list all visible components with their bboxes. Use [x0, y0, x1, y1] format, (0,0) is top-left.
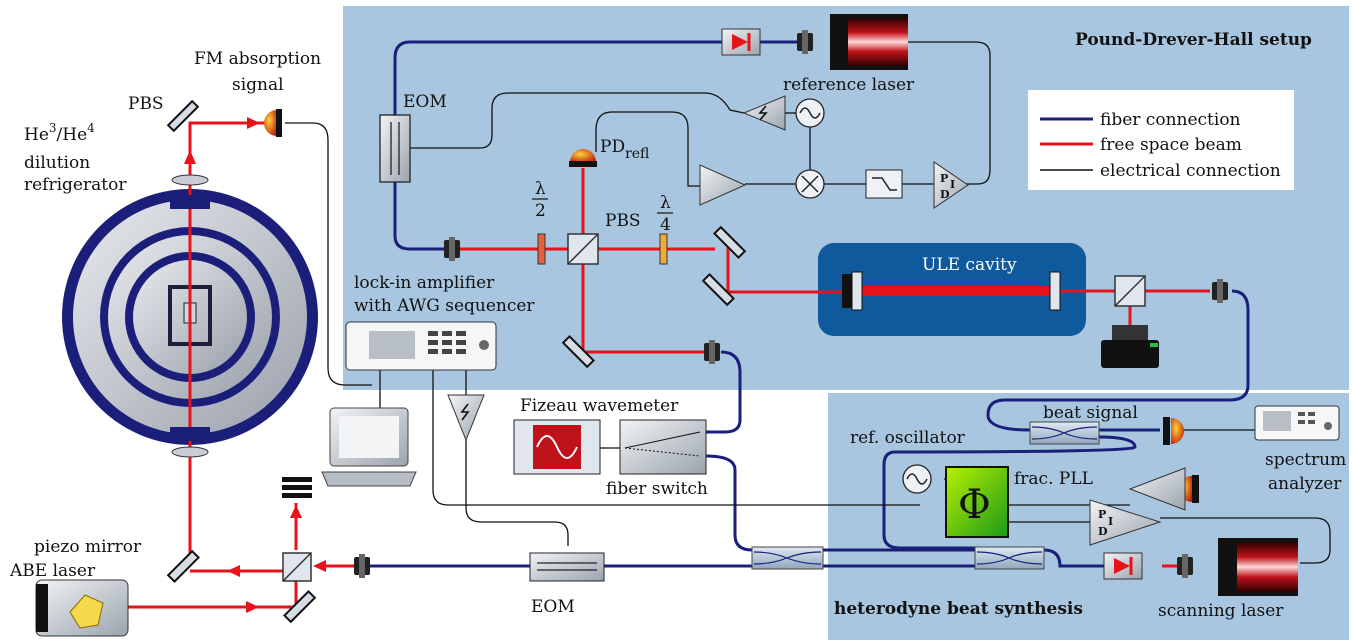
- pid-top: [933, 161, 969, 209]
- fiber-coupler-scan: [974, 546, 1045, 570]
- scanning-laser: [1218, 538, 1298, 596]
- cavity-detector: [1101, 325, 1159, 368]
- label-reference-laser: reference laser: [783, 75, 915, 95]
- mirror-pbs-top: [166, 99, 200, 133]
- dilution-refrigerator: [62, 140, 318, 560]
- photodiode-beat: [1163, 417, 1184, 445]
- label-phi: Φ: [958, 482, 991, 528]
- label-pbs-mid: PBS: [605, 211, 641, 231]
- label-piezo-mirror: piezo mirror: [34, 537, 142, 557]
- amplifier-pd: [699, 164, 747, 206]
- lockin-amplifier: [345, 321, 497, 371]
- label-fizeau: Fizeau wavemeter: [520, 396, 679, 416]
- photodiode-refl: [569, 149, 597, 167]
- pid-top-i: I: [950, 178, 955, 191]
- label-quarter-wave-den: 4: [660, 215, 671, 235]
- legend-free-space: free space beam: [1100, 135, 1242, 155]
- label-spectrum-1: spectrum: [1265, 450, 1346, 470]
- label-ref-oscillator: ref. oscillator: [850, 428, 966, 448]
- isolator-bottom: [1103, 552, 1143, 580]
- label-fm-signal: signal: [232, 75, 284, 95]
- pbs-cube-bottom: [282, 552, 312, 582]
- fizeau-wavemeter: [513, 419, 601, 475]
- mirror-lower-right: [701, 273, 735, 307]
- ule-mirror-left: [842, 271, 863, 311]
- label-ule-cavity: ULE cavity: [922, 255, 1017, 275]
- fiber-coupler: [354, 30, 1228, 578]
- pll-phi-box: [945, 466, 1009, 538]
- legend-box: [1028, 90, 1294, 190]
- spectrum-analyzer: [1254, 405, 1340, 441]
- mirror-abe: [283, 590, 317, 624]
- amplifier-pll: [1128, 467, 1186, 511]
- sine-oscillator-top: [795, 98, 825, 128]
- amplifier-rf-bottom: [447, 394, 485, 442]
- abe-laser: [35, 579, 129, 637]
- fiber-lines: [368, 40, 1250, 568]
- label-spectrum-2: analyzer: [1268, 474, 1342, 494]
- label-pd-refl: PDrefl: [600, 137, 649, 162]
- cavity-beam: [858, 286, 1053, 296]
- label-eom-top: EOM: [403, 92, 447, 112]
- mirror-upper-right: [713, 225, 747, 259]
- pid-bottom-p: P: [1098, 508, 1106, 521]
- label-beat-signal: beat signal: [1043, 403, 1138, 423]
- fiber-coupler-beat: [1029, 421, 1100, 445]
- sine-oscillator-beat: [902, 464, 932, 494]
- fiber-switch: [619, 419, 707, 475]
- computer: [321, 407, 417, 487]
- pid-top-p: P: [940, 172, 948, 185]
- eom-bottom: [529, 552, 605, 582]
- reference-laser: [830, 14, 908, 70]
- pid-top-d: D: [940, 188, 950, 201]
- piezo-mirror: [166, 549, 200, 583]
- label-quarter-wave-num: λ: [660, 193, 671, 213]
- eom-top: [379, 114, 411, 183]
- pid-bottom: [1089, 499, 1162, 546]
- label-frac-pll: frac. PLL: [1014, 469, 1093, 489]
- fiber-coupler-mid: [751, 546, 824, 570]
- pdh-section-title: Pound-Drever-Hall setup: [1075, 30, 1312, 50]
- label-half-wave-num: λ: [535, 179, 546, 199]
- lowpass-filter: [865, 169, 903, 199]
- half-waveplate: [537, 233, 546, 265]
- isolator-top: [721, 28, 761, 56]
- pid-bottom-d: D: [1098, 525, 1108, 538]
- label-scanning-laser: scanning laser: [1158, 601, 1284, 621]
- beat-section-title: heterodyne beat synthesis: [834, 599, 1083, 619]
- label-lockin-1: lock-in amplifier: [354, 273, 495, 293]
- label-abe-laser: ABE laser: [9, 561, 96, 581]
- label-fiber-switch: fiber switch: [606, 479, 708, 499]
- label-pbs-top: PBS: [128, 94, 164, 114]
- pbs-cube-cavity: [1114, 275, 1146, 307]
- label-half-wave-den: 2: [535, 201, 546, 221]
- legend-fiber: fiber connection: [1100, 110, 1241, 130]
- label-cryo-line3: refrigerator: [24, 175, 127, 195]
- photodiode-fm: [264, 109, 282, 137]
- legend-electrical: electrical connection: [1100, 161, 1281, 181]
- pbs-cube-mid: [567, 233, 599, 265]
- quarter-waveplate: [659, 233, 668, 265]
- label-cryo-line1: He3/He4: [24, 121, 95, 145]
- label-cryo-line2: dilution: [24, 153, 90, 173]
- label-eom-bottom: EOM: [531, 597, 575, 617]
- label-fm-absorption: FM absorption: [194, 49, 321, 69]
- beam-dump: [282, 477, 312, 498]
- ule-mirror-right: [1049, 271, 1061, 311]
- pid-bottom-i: I: [1108, 515, 1113, 528]
- mirror-lower-left: [561, 335, 595, 369]
- mixer: [795, 169, 825, 199]
- label-lockin-2: with AWG sequencer: [354, 296, 535, 316]
